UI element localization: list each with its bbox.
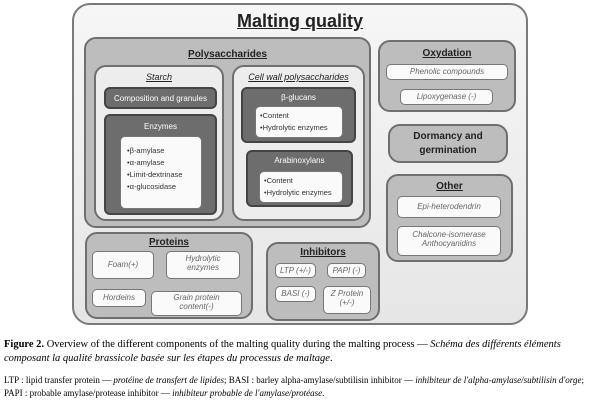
proteins-panel: Proteins Foam(+) Hydrolytic enzymes Hord… [85, 232, 253, 319]
diagram-title: Malting quality [237, 11, 363, 31]
arabinoxylans-box: Arabinoxylans •Content •Hydrolytic enzym… [246, 150, 353, 207]
grain-protein-content-label: content(-) [179, 302, 214, 311]
arabinoxylans-list: •Content •Hydrolytic enzymes [264, 175, 342, 199]
arabinoxylans-item: •Hydrolytic enzymes [264, 188, 332, 197]
papi-label: PAPI (-) [332, 266, 361, 275]
ltp-box: LTP (+/-) [275, 263, 316, 278]
abbr-papi: ; PAPI : probable amylase/protease inhib… [4, 375, 584, 398]
proteins-title: Proteins [148, 237, 189, 248]
hordeins-box: Hordeins [92, 289, 146, 307]
epi-heterodendrin-box: Epi-heterodendrin [397, 196, 501, 218]
polysaccharides-title: Polysaccharides [188, 49, 267, 60]
composition-granules-label: Composition and granules [114, 94, 207, 103]
ltp-label: LTP (+/-) [280, 266, 311, 275]
hydrolytic-enzymes-box: Hydrolytic enzymes [166, 251, 240, 279]
phenolic-compounds-label: Phenolic compounds [409, 67, 485, 76]
enzymes-label: enzymes [186, 263, 219, 272]
arabinoxylans-list-box: •Content •Hydrolytic enzymes [259, 171, 343, 203]
figure-abbreviations: LTP : lipid transfer protein — protéine … [0, 374, 600, 399]
hordeins-label: Hordeins [102, 293, 135, 302]
enzymes-list-box: •β-amylase •α-amylase •Limit-dextrinase … [120, 136, 202, 209]
anthocyanidins-label: Anthocyanidins [421, 239, 477, 248]
oxydation-panel: Oxydation Phenolic compounds Lipoxygenas… [378, 40, 516, 112]
enzyme-item: •β-amylase [127, 146, 165, 155]
enzyme-item: •α-glucosidase [127, 182, 177, 191]
figure-caption: Figure 2. Overview of the different comp… [0, 338, 600, 366]
z-protein-box: Z Protein (+/-) [323, 286, 371, 314]
beta-glucans-title: β-glucans [281, 93, 316, 102]
hydrolytic-label: Hydrolytic [185, 254, 221, 263]
enzymes-title: Enzymes [144, 122, 177, 131]
abbr-papi-fr: inhibiteur probable de l'amylase/protéas… [172, 387, 323, 398]
epi-heterodendrin-label: Epi-heterodendrin [417, 202, 481, 211]
abbr-basi: ; BASI : barley alpha-amylase/subtilisin… [223, 375, 416, 385]
composition-granules-box: Composition and granules [104, 87, 217, 109]
abbr-ltp-fr: protéine de transfert de lipides [113, 375, 224, 385]
dormancy-germination-panel: Dormancy and germination [388, 124, 508, 163]
grain-protein-box: Grain protein content(-) [151, 291, 242, 316]
abbr-basi-fr: inhibiteur de l'alpha-amylase/subtilisin… [415, 375, 582, 385]
caption-main-text: Overview of the different components of … [44, 339, 431, 350]
basi-label: BASI (-) [281, 289, 310, 298]
enzymes-list: •β-amylase •α-amylase •Limit-dextrinase … [127, 145, 201, 193]
basi-box: BASI (-) [275, 286, 316, 302]
enzyme-item: •Limit-dextrinase [127, 170, 183, 179]
z-protein-label: Z Protein [330, 289, 364, 298]
germination-label: germination [419, 145, 477, 156]
arabinoxylans-title: Arabinoxylans [274, 156, 325, 165]
inhibitors-panel: Inhibitors LTP (+/-) PAPI (-) BASI (-) Z… [266, 242, 380, 321]
inhibitors-title: Inhibitors [300, 247, 346, 258]
starch-title: Starch [145, 72, 172, 82]
abbr-ltp: LTP : lipid transfer protein — [4, 375, 114, 385]
lipoxygenase-label: Lipoxygenase (-) [416, 92, 477, 101]
phenolic-compounds-box: Phenolic compounds [386, 64, 508, 80]
oxydation-title: Oxydation [422, 48, 472, 59]
dormancy-label: Dormancy and [413, 131, 483, 142]
caption-main-end: . [329, 353, 333, 364]
beta-glucans-box: β-glucans •Content •Hydrolytic enzymes [241, 87, 356, 143]
other-panel: Other Epi-heterodendrin Chalcone-isomera… [386, 174, 513, 262]
beta-glucans-item: •Hydrolytic enzymes [260, 123, 328, 132]
z-protein-sign-label: (+/-) [339, 298, 355, 307]
beta-glucans-list: •Content •Hydrolytic enzymes [260, 110, 342, 134]
figure-label: Figure 2. [4, 339, 45, 350]
caption-main-italic: Schéma des différents éléments composant… [4, 339, 561, 364]
grain-protein-label: Grain protein [173, 293, 220, 302]
foam-label: Foam(+) [107, 260, 139, 269]
lipoxygenase-box: Lipoxygenase (-) [400, 89, 493, 105]
cell-wall-title: Cell wall polysaccharides [248, 72, 349, 82]
beta-glucans-item: •Content [260, 111, 289, 120]
foam-box: Foam(+) [92, 251, 154, 279]
enzymes-box: Enzymes •β-amylase •α-amylase •Limit-dex… [104, 114, 217, 215]
chalcone-label: Chalcone-isomerase [412, 230, 486, 239]
papi-box: PAPI (-) [327, 263, 366, 278]
abbr-end: . [322, 387, 325, 398]
chalcone-box: Chalcone-isomerase Anthocyanidins [397, 226, 501, 256]
beta-glucans-list-box: •Content •Hydrolytic enzymes [255, 106, 343, 138]
arabinoxylans-item: •Content [264, 176, 293, 185]
other-title: Other [436, 181, 463, 192]
enzyme-item: •α-amylase [127, 158, 165, 167]
